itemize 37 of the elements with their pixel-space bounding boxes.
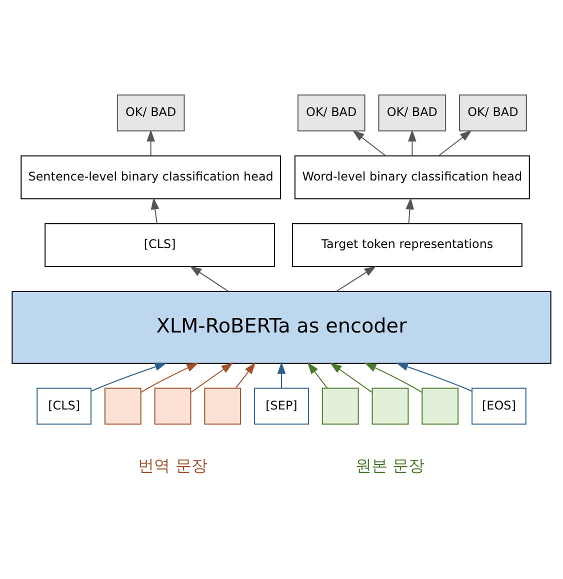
label: 번역 문장 xyxy=(138,455,208,474)
arrow xyxy=(277,361,286,388)
arrow xyxy=(140,362,199,392)
node-box: [SEP] xyxy=(254,387,309,424)
arrow xyxy=(307,362,328,388)
node-box: Word-level binary classification head xyxy=(294,154,530,199)
node-box: [CLS] xyxy=(36,387,92,424)
arrow xyxy=(190,265,229,292)
arrow xyxy=(352,130,386,156)
arrow xyxy=(438,130,472,156)
arrow xyxy=(150,196,160,224)
node-box: OK/ BAD xyxy=(116,94,185,131)
arrow xyxy=(90,362,167,392)
arrow xyxy=(146,129,156,156)
arrow xyxy=(364,362,423,392)
node-box: Target token representations xyxy=(292,222,522,267)
node-box xyxy=(372,387,409,424)
label: 원본 문장 xyxy=(356,455,425,474)
node-box xyxy=(322,387,359,424)
arrow xyxy=(330,362,372,392)
node-box: Sentence-level binary classification head xyxy=(20,154,281,199)
node-box xyxy=(422,387,459,424)
node-box: OK/ BAD xyxy=(378,94,446,131)
node-box: OK/ BAD xyxy=(459,94,527,131)
arrow xyxy=(406,196,414,224)
arrow xyxy=(336,265,376,292)
node-box: XLM-RoBERTa as encoder xyxy=(12,290,552,364)
arrow xyxy=(396,362,472,392)
arrow xyxy=(190,362,234,392)
node-box: OK/ BAD xyxy=(297,94,366,131)
arrow xyxy=(235,362,256,388)
node-box: [EOS] xyxy=(472,387,526,424)
node-box: [CLS] xyxy=(44,222,276,267)
node-box xyxy=(154,387,192,424)
arrow xyxy=(408,129,416,156)
node-box xyxy=(104,387,142,424)
node-box xyxy=(204,387,242,424)
